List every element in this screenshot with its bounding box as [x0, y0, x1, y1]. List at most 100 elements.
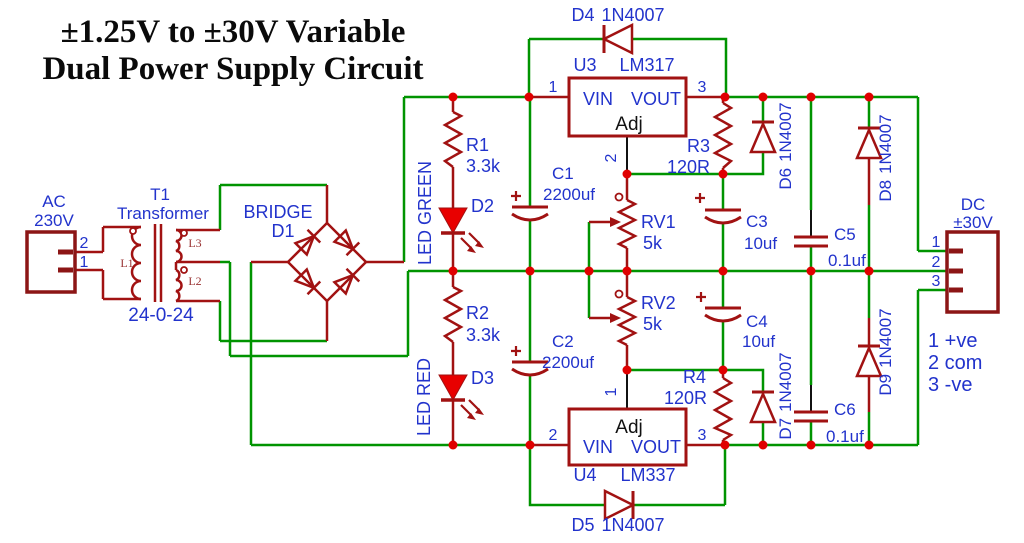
u4-pin-in-number: 2: [549, 427, 558, 444]
c6-ref: C6: [834, 400, 856, 419]
u3-vout-label: VOUT: [631, 89, 681, 109]
r1-ref: R1: [466, 135, 489, 155]
bridge-diode-bottom-left: [293, 267, 322, 296]
page-title-line2: Dual Power Supply Circuit: [42, 51, 423, 87]
bridge-diamond: [286, 221, 368, 303]
junction-dots: [448, 92, 874, 450]
c5-value: 0.1uf: [828, 251, 866, 270]
resistors: [442, 101, 734, 442]
diode-d8: [855, 126, 883, 160]
r3-ref: R3: [687, 136, 710, 156]
transformer-symbol: [129, 224, 188, 303]
dc-pin3-label: 3: [932, 273, 941, 290]
diode-d6: [749, 120, 777, 154]
labels: ±1.25V to ±30V Variable Dual Power Suppl…: [34, 5, 993, 535]
u3-pin-adj-number: 2: [603, 153, 620, 162]
r2-value: 3.3k: [466, 325, 501, 345]
dc-pin1-label: 1: [932, 234, 941, 251]
phase-dot-l1: [129, 227, 137, 235]
d7-label: D71N4007: [776, 352, 795, 439]
phase-dot-l3: [180, 229, 188, 237]
cap-c4: [704, 306, 742, 323]
u4-adj-label: Adj: [615, 417, 642, 438]
led-d3: [438, 374, 484, 420]
page-title-line1: ±1.25V to ±30V Variable: [61, 14, 406, 50]
u4-lm337-box: [567, 407, 688, 467]
led-d2: [438, 207, 484, 253]
c3-ref: C3: [746, 212, 768, 231]
r1-value: 3.3k: [466, 156, 501, 176]
transformer-rating: 24-0-24: [128, 305, 194, 326]
d9-label: D91N4007: [876, 308, 895, 395]
dc-pin2-label: 2: [932, 254, 941, 271]
dc-label: DC: [961, 195, 986, 214]
r4-ref: R4: [683, 367, 706, 387]
core-lines: [153, 224, 163, 302]
c1-value: 2200uf: [543, 185, 595, 204]
dc-legend-line1: 1 +ve: [928, 330, 977, 352]
cap-c5: [794, 235, 828, 248]
dc-legend-line2: 2 com: [928, 352, 982, 374]
u4-part: LM337: [620, 465, 675, 485]
d3-ref: D3: [471, 368, 494, 388]
leds: [438, 207, 484, 420]
u3-vin-label: VIN: [583, 89, 613, 109]
u4-ref: U4: [573, 465, 596, 485]
d6-label: D61N4007: [776, 102, 795, 189]
regulators: [567, 76, 688, 467]
pot-rv2-wiper-arrowhead: [610, 313, 621, 323]
cap-plus-signs: [511, 191, 706, 356]
ac-pin1-label: 1: [80, 254, 89, 271]
r2-ref: R2: [466, 303, 489, 323]
bridge-diode-top-right: [332, 228, 361, 257]
transformer-label: Transformer: [117, 204, 209, 223]
diode-d9: [855, 344, 883, 378]
diode-d7: [749, 390, 777, 424]
d2-ref: D2: [471, 196, 494, 216]
resistor-r4: [712, 376, 734, 442]
u4-vin-label: VIN: [583, 437, 613, 457]
winding-l2-label: L2: [188, 274, 201, 288]
ac-voltage: 230V: [34, 211, 74, 230]
led-d3-triangle: [438, 374, 468, 402]
transformer-ref: T1: [150, 185, 170, 204]
connectors: [25, 230, 1000, 314]
pot-rv1-wiper-arrowhead: [610, 217, 621, 227]
c5-ref: C5: [834, 225, 856, 244]
rv1-ref: RV1: [641, 212, 676, 232]
pot-rv1-terminal: [614, 192, 624, 202]
diode-d4: [601, 22, 634, 56]
wires-black: [626, 136, 812, 412]
capacitors: [511, 191, 828, 423]
ac-pin2-label: 2: [80, 235, 89, 252]
pot-rv2: [616, 295, 638, 347]
rv1-value: 5k: [643, 233, 663, 253]
cap-c1: [511, 205, 549, 222]
c3-value: 10uf: [744, 234, 777, 253]
led-red-label: LED RED: [414, 358, 434, 436]
resistor-r3: [712, 101, 734, 169]
bridge-ref: D1: [271, 221, 294, 241]
resistor-r1: [442, 110, 464, 168]
u3-part: LM317: [619, 55, 674, 75]
pot-rv1: [616, 198, 638, 250]
c6-value: 0.1uf: [826, 427, 864, 446]
u3-pin-in-number: 1: [549, 79, 558, 96]
bridge-label: BRIDGE: [243, 202, 312, 222]
u4-pin-out-number: 3: [698, 427, 707, 444]
winding-l1-label: L1: [120, 256, 133, 270]
led-d2-arrows: [460, 232, 480, 249]
dc-voltage: ±30V: [953, 213, 993, 232]
diode-d5: [603, 488, 636, 522]
c4-ref: C4: [746, 312, 768, 331]
potentiometers: [589, 192, 638, 347]
diodes: [601, 22, 883, 522]
u4-pin-adj-number: 1: [603, 387, 620, 396]
u4-vout-label: VOUT: [631, 437, 681, 457]
rv2-ref: RV2: [641, 293, 676, 313]
u3-lm317-box: [567, 76, 688, 138]
